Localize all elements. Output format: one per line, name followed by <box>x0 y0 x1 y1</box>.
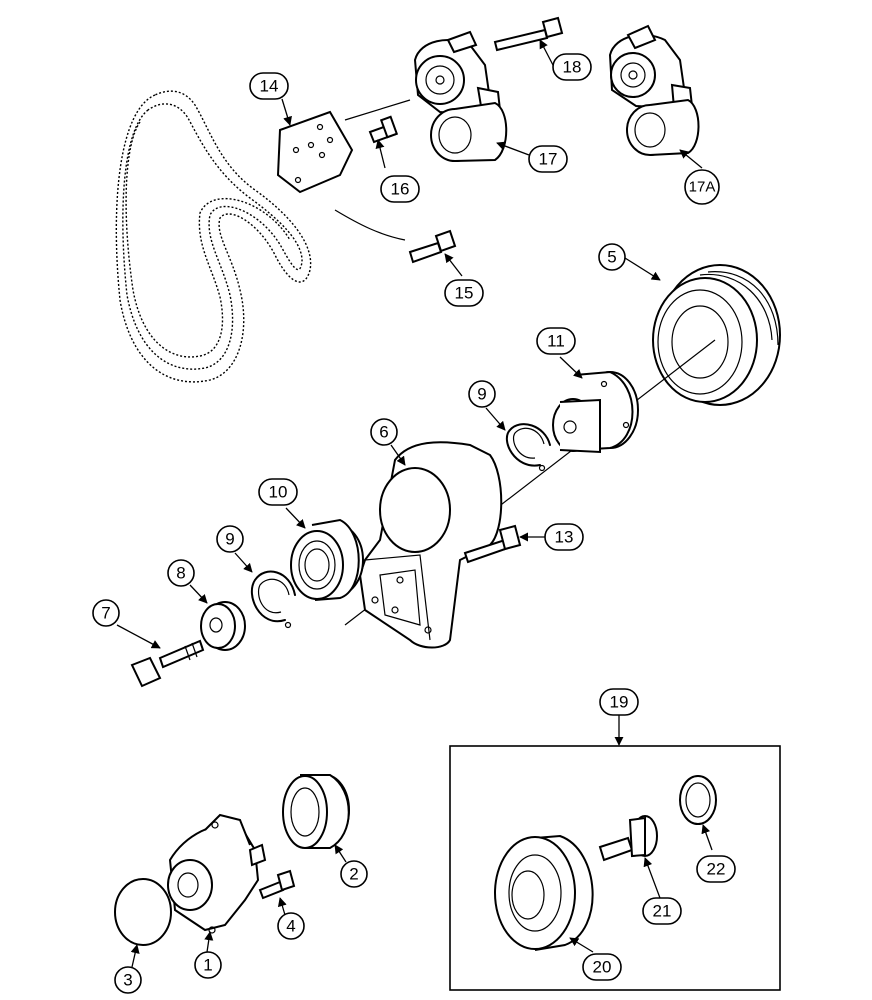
belt-tensioner-17a <box>608 24 700 156</box>
svg-text:6: 6 <box>379 423 388 442</box>
bolt-7 <box>130 639 205 688</box>
callout-22: 22 <box>696 855 736 883</box>
idler-housing-6 <box>358 441 503 649</box>
belt-tensioner-17 <box>413 30 508 162</box>
washer-8 <box>200 601 246 651</box>
callout-5: 5 <box>598 243 626 271</box>
callout-6: 6 <box>370 418 398 446</box>
kit-pulley-20 <box>494 834 594 951</box>
svg-text:17A: 17A <box>689 179 716 196</box>
svg-text:14: 14 <box>260 77 279 96</box>
svg-text:19: 19 <box>610 693 629 712</box>
callout-16: 16 <box>380 175 420 203</box>
callout-9-upper: 9 <box>468 380 496 408</box>
svg-text:4: 4 <box>286 917 295 936</box>
svg-text:20: 20 <box>593 958 612 977</box>
bolt-18 <box>493 16 564 52</box>
leader-lines <box>116 39 713 968</box>
bolt-4 <box>258 869 296 900</box>
callout-9-lower: 9 <box>216 525 244 553</box>
water-pump-1 <box>167 813 267 934</box>
callout-11: 11 <box>536 327 576 355</box>
callout-15: 15 <box>444 279 484 307</box>
callout-7: 7 <box>92 599 120 627</box>
callout-14: 14 <box>249 72 289 100</box>
kit-19-box <box>449 745 781 991</box>
callout-3: 3 <box>114 966 142 994</box>
svg-text:7: 7 <box>101 604 110 623</box>
svg-text:3: 3 <box>123 971 132 990</box>
tensioner-bracket-14 <box>276 99 411 241</box>
svg-text:9: 9 <box>225 530 234 549</box>
callout-21: 21 <box>642 897 682 925</box>
crank-pulley-5 <box>652 264 781 406</box>
callout-10: 10 <box>258 478 298 506</box>
bolt-15 <box>408 229 457 264</box>
svg-text:9: 9 <box>477 385 486 404</box>
callout-19: 19 <box>599 688 639 716</box>
bolt-13 <box>463 524 522 564</box>
bolt-16 <box>368 115 399 144</box>
svg-text:15: 15 <box>455 284 474 303</box>
callout-17a: 17A <box>684 169 720 205</box>
drive-belt <box>115 90 312 383</box>
svg-text:11: 11 <box>547 332 565 351</box>
hub-11 <box>552 370 639 454</box>
snap-ring-9-upper <box>505 423 551 472</box>
callout-2: 2 <box>340 860 368 888</box>
callout-8: 8 <box>167 559 195 587</box>
callout-18: 18 <box>552 53 592 81</box>
svg-text:8: 8 <box>176 564 185 583</box>
svg-text:16: 16 <box>391 180 410 199</box>
svg-text:21: 21 <box>653 902 672 921</box>
callout-17: 17 <box>528 145 568 173</box>
callout-20: 20 <box>582 953 622 981</box>
snap-ring-9-lower <box>250 570 296 629</box>
o-ring-3 <box>114 878 172 946</box>
callout-13: 13 <box>544 523 584 551</box>
callout-4: 4 <box>277 912 305 940</box>
svg-text:18: 18 <box>563 58 582 77</box>
bearing-10 <box>290 518 364 601</box>
kit-spacer-22 <box>679 775 717 825</box>
callout-1: 1 <box>194 951 222 979</box>
svg-text:13: 13 <box>555 528 574 547</box>
svg-text:1: 1 <box>203 956 212 975</box>
svg-text:2: 2 <box>349 865 358 884</box>
svg-text:22: 22 <box>707 860 726 879</box>
svg-text:5: 5 <box>607 248 616 267</box>
kit-bolt-21 <box>598 815 658 862</box>
idler-pulley-2 <box>282 774 350 849</box>
svg-text:10: 10 <box>269 483 288 502</box>
svg-text:17: 17 <box>539 150 558 169</box>
